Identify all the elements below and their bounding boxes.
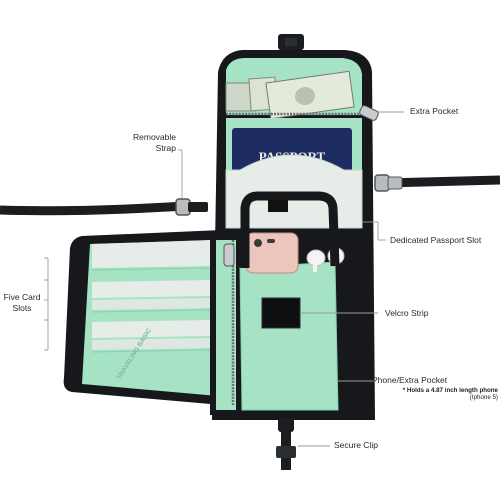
phone xyxy=(245,232,299,274)
pocket-zipper xyxy=(223,240,235,405)
cash-bills xyxy=(225,70,355,120)
callout-removable-strap-line1: Removable xyxy=(133,132,176,142)
callout-five-card-slots-line2: Slots xyxy=(12,302,32,313)
phone-pocket-loop xyxy=(240,191,340,268)
callout-secure-clip: Secure Clip xyxy=(334,440,378,450)
card-slot xyxy=(92,280,210,298)
callout-phone-note-line1: * Holds a 4.87 inch length phone xyxy=(402,387,498,394)
callout-extra-pocket: Extra Pocket xyxy=(410,106,459,116)
callout-dedicated-passport-slot: Dedicated Passport Slot xyxy=(390,235,482,245)
callout-removable-strap: Removable Strap xyxy=(124,132,176,153)
top-loop xyxy=(278,34,304,50)
callout-phone-note-line2: (Iphone 5) xyxy=(469,394,498,402)
callout-five-card-slots-line1: Five Card xyxy=(3,292,41,302)
velcro-tab xyxy=(268,200,288,212)
bottom-clip xyxy=(276,418,296,470)
card-slots xyxy=(91,240,211,353)
callout-five-card-slots: Five Card Slots xyxy=(2,292,42,313)
zip-pocket-lining xyxy=(216,240,236,410)
card-slot xyxy=(92,298,210,310)
strap-clip-right xyxy=(374,174,403,192)
card-slot-panel xyxy=(82,240,218,396)
callout-phone-note: * Holds a 4.87 inch length phone (Iphone… xyxy=(352,387,498,402)
phone-pocket xyxy=(239,261,339,411)
card-slot xyxy=(92,240,210,268)
callout-phone-extra-pocket: Phone/Extra Pocket xyxy=(372,375,448,385)
extra-pocket-zipper xyxy=(226,105,379,121)
card-slot xyxy=(92,320,210,338)
card-slot xyxy=(92,338,210,350)
velcro-strip xyxy=(261,297,301,329)
callout-velcro-strip: Velcro Strip xyxy=(385,308,429,318)
callout-leaders xyxy=(44,111,404,447)
strap-clip-left xyxy=(175,198,208,216)
callout-removable-strap-line2: Strap xyxy=(155,142,176,153)
